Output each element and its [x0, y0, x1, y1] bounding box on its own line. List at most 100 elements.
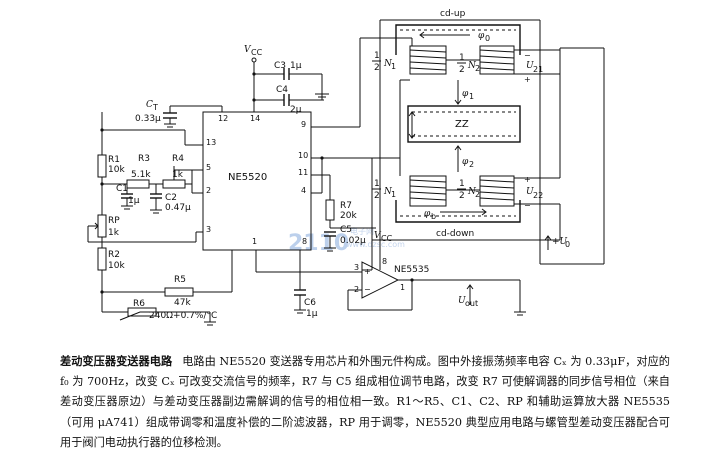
cd-down-label: cd-down: [436, 229, 474, 239]
transformer-core: ZZ φ 1 φ 2: [407, 80, 521, 172]
u21-plus: +: [524, 75, 531, 84]
pin-1: 1: [252, 237, 257, 246]
r7-c5-phase: R7 20k C5 0.02μ V CC: [311, 174, 393, 252]
half-den-bot-n1: 2: [374, 191, 380, 201]
half-den-top-n2: 2: [459, 65, 465, 75]
c5-value: 0.02μ: [340, 236, 366, 246]
uout-sub: out: [465, 299, 478, 308]
r3-label: R3: [138, 154, 150, 164]
opamp-plus: +: [364, 267, 371, 276]
bottom-coil-assembly: φ b cd-down 1 2 N 1 1 2 N 2 U 22 + − +U …: [372, 74, 570, 250]
u21-label: U: [526, 61, 534, 71]
u22-label: U: [526, 187, 534, 197]
figure-caption: 差动变压器变送器电路电路由 NE5520 变送器专用芯片和外围元件构成。图中外接…: [60, 352, 670, 453]
watermark-main: 2110: [288, 231, 349, 256]
opamp-pin1: 1: [400, 283, 405, 292]
n1-bot-sub: 1: [391, 190, 396, 199]
u22-minus: −: [524, 201, 531, 210]
caption-body: 电路由 NE5520 变送器专用芯片和外围元件构成。图中外接振荡频率电容 Cₓ …: [60, 355, 670, 449]
pin-14: 14: [250, 114, 260, 123]
ct-capacitor: C T 0.33μ: [135, 100, 223, 128]
ct-sub: T: [152, 103, 158, 112]
half-bot-n1: 1: [374, 179, 380, 189]
pin-12: 12: [218, 114, 228, 123]
r6-value: 240Ω+0.7%/°C: [149, 311, 217, 321]
circuit-schematic: 2110 电子网 www.dzsc.com NE5520 12 14 9 13 …: [87, 9, 605, 326]
r1-rp-r2-divider: R1 10k RP 1k R2 10k: [88, 112, 125, 312]
c2-value: 0.47μ: [165, 203, 191, 213]
pin-8: 8: [302, 237, 307, 246]
n2-bot-sub: 2: [475, 190, 480, 199]
vcc-supply-top: V CC: [244, 45, 272, 112]
vcc2-sub: CC: [381, 234, 393, 243]
n2-bot: N: [467, 187, 477, 197]
opamp-pin3: 3: [354, 263, 359, 272]
uout-label: U: [458, 296, 466, 306]
u0-label: +U: [552, 237, 568, 247]
phi1-label: φ: [462, 89, 469, 99]
r7-label: R7: [340, 201, 352, 211]
rp-value: 1k: [108, 228, 120, 238]
c3-c4-decoupling: C3 1μ C4 2μ: [272, 61, 329, 115]
u21-sub: 21: [533, 65, 543, 74]
half-den-top-n1: 2: [374, 63, 380, 73]
n1-top-sub: 1: [391, 62, 396, 71]
opamp-minus: −: [364, 285, 371, 294]
c1-capacitor: C1 1μ: [116, 184, 140, 210]
phi1-sub: 1: [469, 92, 474, 101]
ne5520-chip: NE5520 12 14 9 13 10 5 11 2 4 3 1 8: [202, 111, 312, 251]
u22-plus: +: [524, 175, 531, 184]
cd-up-label: cd-up: [440, 9, 466, 19]
r5-resistor: R5 47k: [100, 250, 233, 308]
r6-label: R6: [133, 299, 145, 309]
ct-label: C: [146, 100, 153, 110]
c1-label: C1: [116, 184, 128, 194]
ct-value: 0.33μ: [135, 114, 161, 124]
c1-value: 1μ: [128, 196, 140, 206]
r4-value: 1k: [172, 170, 184, 180]
half-den-bot-n2: 2: [459, 191, 465, 201]
pin-3: 3: [206, 225, 211, 234]
phi2-label: φ: [462, 157, 469, 167]
pin-4: 4: [301, 186, 306, 195]
vcc2-label: V: [374, 231, 382, 241]
top-coil-assembly: cd-up φ 0 1 2 N 1 1 2 N 2 U 21 − +: [372, 9, 561, 84]
r3-value: 5.1k: [131, 170, 151, 180]
phib-sub: b: [431, 212, 436, 221]
rp-label: RP: [108, 216, 120, 226]
r2-value: 10k: [108, 261, 125, 271]
c3-label: C3: [274, 61, 286, 71]
c4-value: 2μ: [290, 105, 302, 115]
half-top-n1: 1: [374, 51, 380, 61]
r1-label: R1: [108, 155, 120, 165]
n1-top: N: [383, 59, 393, 69]
pin-10: 10: [298, 151, 308, 160]
opamp-name: NE5535: [394, 265, 429, 275]
phi0-sub: 0: [485, 34, 490, 43]
chip-name: NE5520: [228, 172, 267, 183]
c6-value: 1μ: [306, 309, 318, 319]
r5-value: 47k: [174, 298, 191, 308]
r1-value: 10k: [108, 165, 125, 175]
c5-label: C5: [340, 225, 352, 235]
pin-2: 2: [206, 186, 211, 195]
c6-label: C6: [304, 298, 316, 308]
r7-value: 20k: [340, 211, 357, 221]
half-bot-n2: 1: [459, 179, 465, 189]
vcc-sub: CC: [251, 48, 263, 57]
n2-top: N: [467, 61, 477, 71]
phi2-sub: 2: [469, 160, 474, 169]
phi0-label: φ: [478, 31, 485, 41]
r4-label: R4: [172, 154, 184, 164]
pin-5: 5: [206, 163, 211, 172]
pin-11: 11: [298, 168, 308, 177]
zz-label: ZZ: [455, 119, 469, 130]
watermark-url: www.dzsc.com: [346, 240, 405, 249]
pin-9: 9: [301, 120, 306, 129]
vcc-label: V: [244, 45, 252, 55]
pin-13: 13: [206, 138, 216, 147]
caption-title: 差动变压器变送器电路: [60, 355, 173, 368]
c2-label: C2: [165, 193, 177, 203]
phib-label: φ: [424, 209, 431, 219]
watermark: 2110 电子网 www.dzsc.com: [288, 226, 405, 256]
